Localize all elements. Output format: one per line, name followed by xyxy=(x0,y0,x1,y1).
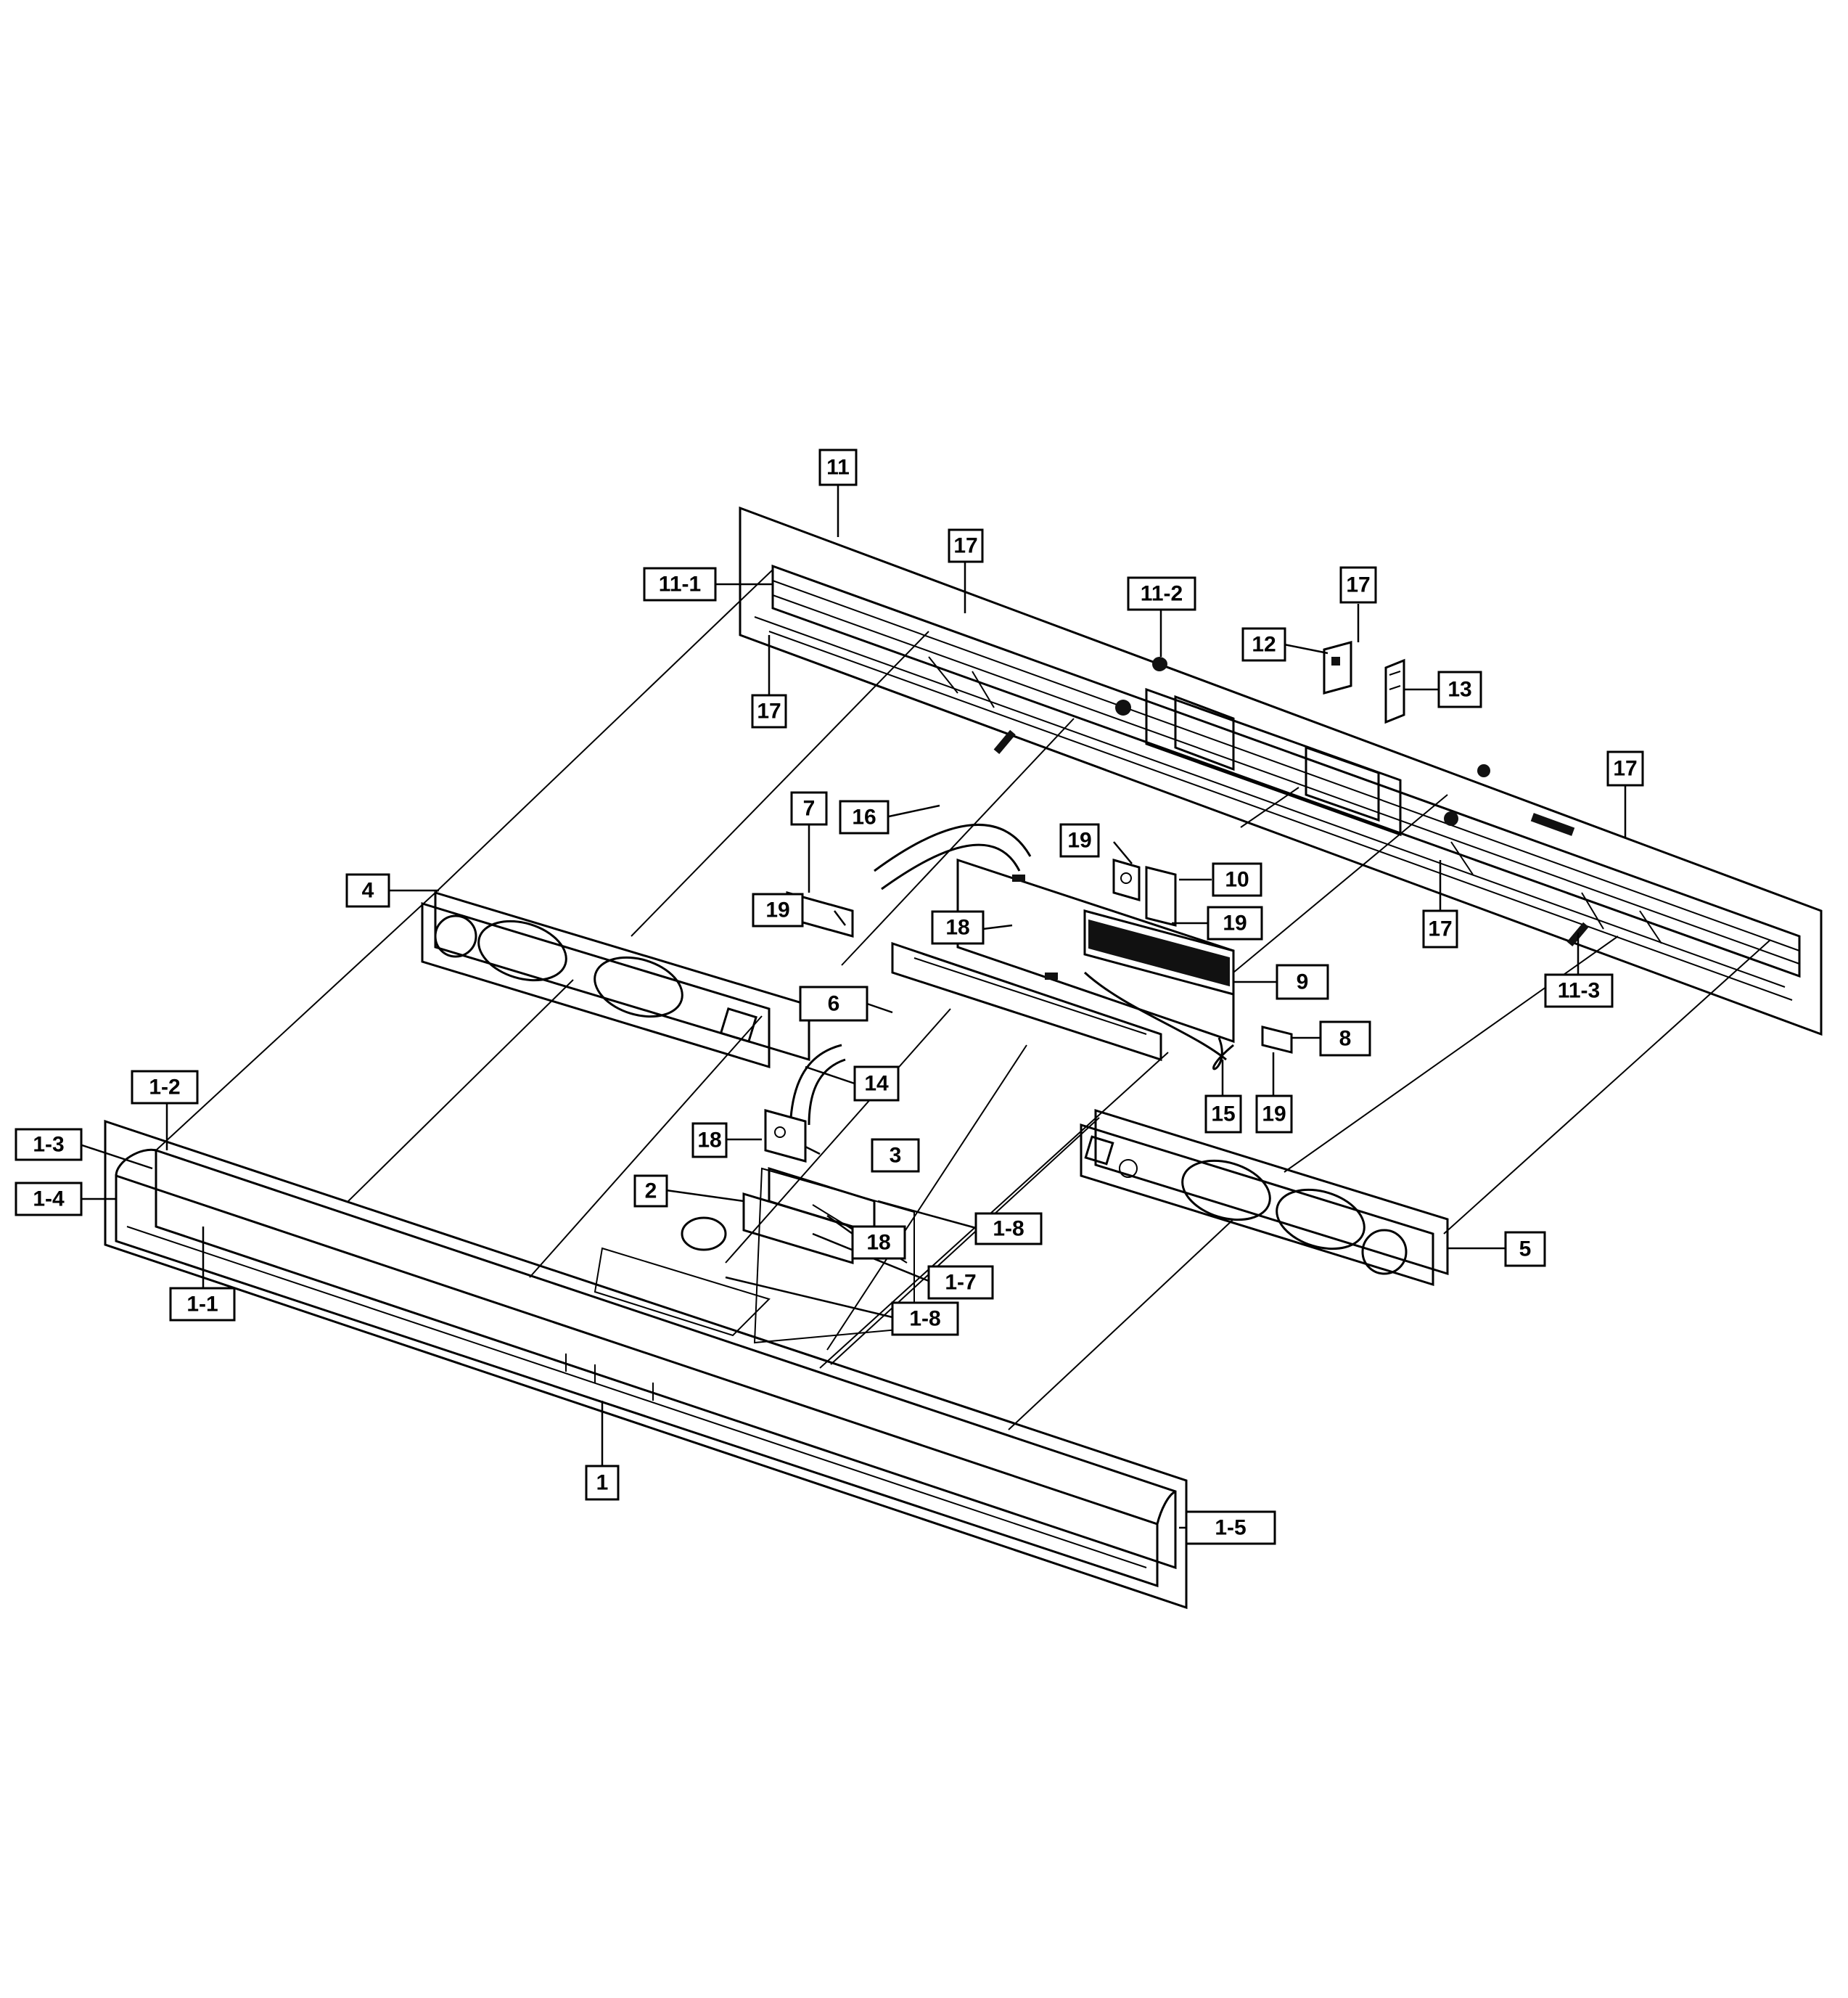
part-label-9: 9 xyxy=(1276,964,1329,1000)
svg-text:4: 4 xyxy=(362,879,374,903)
svg-text:10: 10 xyxy=(1225,868,1249,892)
part-label-2: 2 xyxy=(633,1174,668,1208)
svg-text:17: 17 xyxy=(1346,573,1370,597)
part-label-11-2: 11-2 xyxy=(1127,576,1196,611)
leader-lines xyxy=(79,485,1627,1529)
svg-text:1-8: 1-8 xyxy=(909,1307,940,1331)
part-label-1-5: 1-5 xyxy=(1185,1510,1276,1545)
part-label-11: 11 xyxy=(818,449,858,486)
svg-text:1-8: 1-8 xyxy=(993,1217,1024,1241)
left-speaker-4 xyxy=(421,890,810,1069)
part-label-14: 14 xyxy=(853,1065,900,1102)
part-label-1: 1 xyxy=(585,1465,620,1501)
part-label-1-8-upper: 1-8 xyxy=(974,1212,1043,1245)
projection-lines xyxy=(155,569,1771,1430)
svg-text:1-5: 1-5 xyxy=(1215,1516,1246,1540)
svg-text:2: 2 xyxy=(645,1179,657,1203)
part-label-8: 8 xyxy=(1319,1020,1371,1057)
svg-text:9: 9 xyxy=(1297,970,1309,994)
svg-text:11: 11 xyxy=(826,456,850,480)
svg-text:1: 1 xyxy=(596,1471,609,1495)
svg-text:19: 19 xyxy=(1223,912,1247,935)
svg-text:3: 3 xyxy=(890,1144,902,1168)
part-label-11-3: 11-3 xyxy=(1544,973,1614,1008)
speaker-unit-2 xyxy=(681,1192,854,1265)
svg-text:19: 19 xyxy=(765,898,789,922)
right-speaker-5 xyxy=(1080,1108,1449,1287)
svg-text:19: 19 xyxy=(1067,829,1091,853)
svg-text:14: 14 xyxy=(864,1072,889,1096)
part-label-11-1: 11-1 xyxy=(643,567,717,602)
cable-16 xyxy=(874,824,1032,890)
part-label-19-mid: 19 xyxy=(1207,906,1263,941)
part-label-18-lower: 18 xyxy=(851,1225,906,1260)
part-label-3: 3 xyxy=(871,1138,920,1173)
part-label-17-lower: 17 xyxy=(1422,909,1458,949)
part-label-18-upper: 18 xyxy=(931,910,985,945)
svg-text:1-4: 1-4 xyxy=(33,1187,65,1211)
svg-text:13: 13 xyxy=(1447,678,1471,702)
part-label-4: 4 xyxy=(345,873,390,908)
part-label-1-4: 1-4 xyxy=(15,1182,83,1216)
part-label-5: 5 xyxy=(1504,1231,1546,1267)
svg-text:18: 18 xyxy=(945,916,969,940)
part-label-1-1: 1-1 xyxy=(169,1287,236,1322)
bracket-12 xyxy=(1323,641,1352,695)
foot-11-2 xyxy=(1152,657,1167,671)
svg-text:17: 17 xyxy=(1613,757,1637,781)
part-label-16: 16 xyxy=(839,800,890,835)
board-3 xyxy=(764,1109,807,1163)
part-label-17-top: 17 xyxy=(948,528,984,563)
board-10 xyxy=(1112,859,1177,927)
part-label-17-left: 17 xyxy=(751,694,787,729)
svg-text:11-1: 11-1 xyxy=(659,573,701,597)
part-label-12: 12 xyxy=(1241,627,1286,662)
svg-text:6: 6 xyxy=(828,992,840,1016)
svg-text:1-1: 1-1 xyxy=(186,1293,218,1317)
svg-text:17: 17 xyxy=(757,700,781,724)
part-label-15: 15 xyxy=(1204,1094,1242,1134)
part-label-1-7: 1-7 xyxy=(927,1265,994,1300)
svg-text:7: 7 xyxy=(803,797,816,821)
svg-text:15: 15 xyxy=(1211,1102,1235,1126)
part-label-18-left: 18 xyxy=(691,1122,728,1158)
part-label-1-8-lower: 1-8 xyxy=(891,1301,959,1336)
svg-text:17: 17 xyxy=(953,534,977,558)
svg-text:1-7: 1-7 xyxy=(945,1271,976,1295)
heatsink-9 xyxy=(1083,909,1235,996)
svg-text:19: 19 xyxy=(1262,1102,1286,1126)
svg-text:11-3: 11-3 xyxy=(1558,979,1600,1003)
part-label-19-right: 19 xyxy=(1255,1094,1293,1134)
connector-8 xyxy=(1261,1025,1293,1054)
svg-text:11-2: 11-2 xyxy=(1141,582,1183,606)
part-label-6: 6 xyxy=(799,986,868,1022)
svg-text:1-3: 1-3 xyxy=(33,1133,64,1157)
speaker-unit-1-8-upper xyxy=(768,1166,876,1236)
svg-text:5: 5 xyxy=(1519,1237,1532,1261)
rear-cover-assembly-frame xyxy=(739,506,1823,1036)
part-label-7: 7 xyxy=(790,791,828,826)
part-label-17-far-right: 17 xyxy=(1606,750,1644,787)
part-label-19-upper: 19 xyxy=(1059,823,1100,858)
part-label-1-3: 1-3 xyxy=(15,1128,83,1161)
part-label-19-left: 19 xyxy=(752,893,804,928)
svg-text:16: 16 xyxy=(852,806,876,830)
svg-text:17: 17 xyxy=(1428,917,1452,941)
main-body-assembly-frame xyxy=(104,1119,1188,1610)
svg-text:12: 12 xyxy=(1252,633,1276,657)
part-label-1-2: 1-2 xyxy=(131,1070,199,1105)
cable-15 xyxy=(1083,971,1234,1070)
svg-text:8: 8 xyxy=(1339,1027,1352,1051)
svg-text:18: 18 xyxy=(697,1129,721,1152)
part-label-13: 13 xyxy=(1437,671,1482,708)
svg-text:18: 18 xyxy=(866,1231,890,1255)
part-label-10: 10 xyxy=(1212,862,1262,897)
svg-text:1-2: 1-2 xyxy=(149,1076,180,1100)
part-label-17-right-top: 17 xyxy=(1339,566,1377,604)
board-13 xyxy=(1384,658,1405,724)
